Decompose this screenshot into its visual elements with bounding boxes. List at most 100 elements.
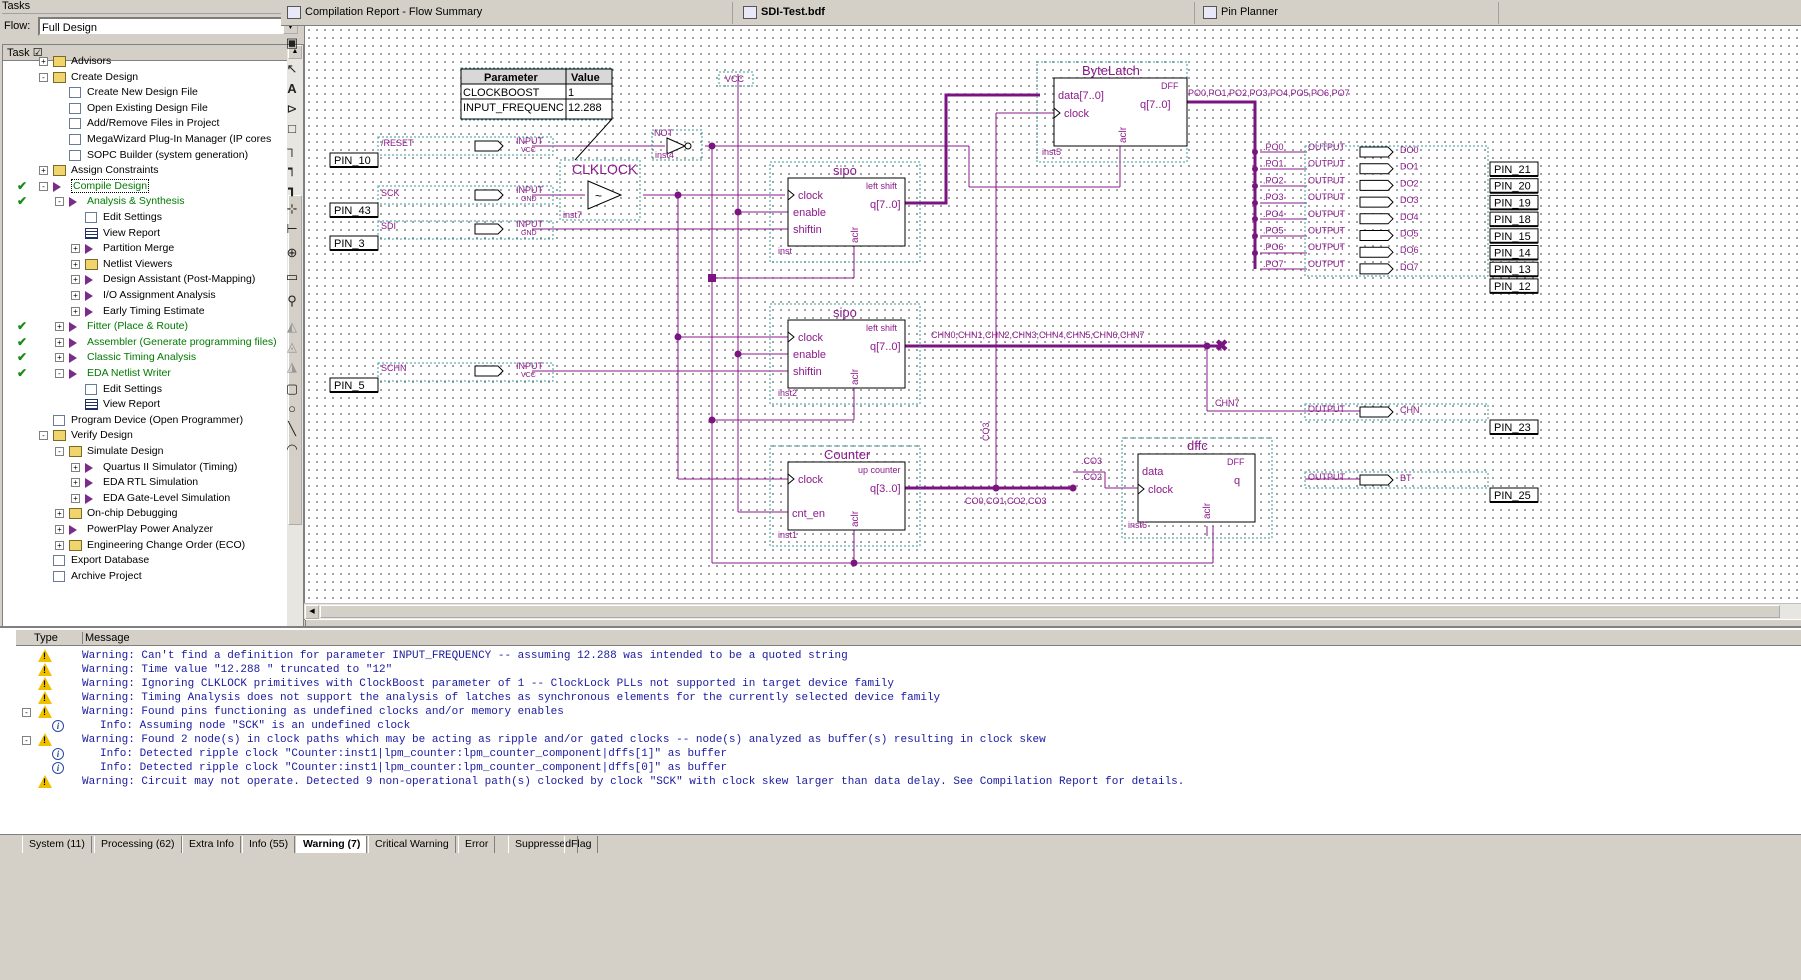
- task-item[interactable]: Add/Remove Files in Project: [3, 116, 289, 132]
- expand-icon[interactable]: +: [55, 337, 64, 347]
- expand-icon[interactable]: +: [71, 291, 80, 300]
- task-item[interactable]: ✔-EDA Netlist Writer: [3, 366, 289, 382]
- flip-horizontal-icon[interactable]: ◭: [287, 319, 297, 334]
- arc-tool-icon[interactable]: ◠: [286, 441, 298, 456]
- message-tab[interactable]: Flag: [564, 836, 599, 853]
- expand-icon[interactable]: +: [55, 509, 64, 519]
- rubberbanding-icon[interactable]: ⊹: [286, 201, 298, 216]
- task-item[interactable]: Program Device (Open Programmer): [3, 413, 289, 429]
- task-item[interactable]: ✔-Compile Design: [3, 178, 289, 195]
- collapse-icon[interactable]: -: [39, 431, 48, 441]
- collapse-icon[interactable]: -: [55, 447, 64, 456]
- rotate-icon[interactable]: ◮: [287, 359, 297, 374]
- task-item[interactable]: Archive Project: [3, 569, 289, 585]
- task-item[interactable]: View Report: [3, 397, 289, 413]
- orthogonal-node-icon[interactable]: ┐: [287, 141, 297, 156]
- task-item[interactable]: -Verify Design: [3, 428, 289, 444]
- expand-icon[interactable]: +: [71, 275, 80, 285]
- tab-compilation-report[interactable]: Compilation Report - Flow Summary: [283, 2, 733, 24]
- scroll-up-icon[interactable]: ▲: [288, 45, 302, 59]
- message-tab[interactable]: System (11): [22, 836, 92, 853]
- expand-icon[interactable]: +: [71, 244, 80, 254]
- message-row[interactable]: Warning: Timing Analysis does not suppor…: [16, 691, 1776, 706]
- column-type[interactable]: Type: [34, 632, 58, 644]
- task-item[interactable]: +Quartus II Simulator (Timing): [3, 460, 289, 476]
- task-item[interactable]: -Create Design: [3, 70, 289, 86]
- message-tab[interactable]: Processing (62): [94, 836, 182, 853]
- rectangle-tool-icon[interactable]: ▢: [285, 381, 299, 396]
- tab-bdf-file[interactable]: SDI-Test.bdf: [739, 2, 1195, 24]
- task-item[interactable]: +Design Assistant (Post-Mapping): [3, 272, 289, 288]
- expand-icon[interactable]: +: [55, 525, 64, 534]
- collapse-icon[interactable]: -: [22, 736, 31, 745]
- task-item[interactable]: +PowerPlay Power Analyzer: [3, 522, 289, 538]
- full-screen-icon[interactable]: ▭: [285, 269, 299, 284]
- schematic-canvas[interactable]: ✖ Parameter Value CLOCKBOOST 1 INPUT_FRE…: [304, 26, 1801, 620]
- text-tool-icon[interactable]: A: [287, 81, 297, 96]
- expand-icon[interactable]: +: [71, 462, 80, 472]
- task-item[interactable]: +EDA RTL Simulation: [3, 475, 289, 491]
- block-tool-icon[interactable]: □: [288, 121, 296, 136]
- scroll-left-icon[interactable]: ◀: [305, 605, 319, 619]
- checkbox-icon[interactable]: ☑: [32, 47, 43, 59]
- line-tool-icon[interactable]: ╲: [288, 421, 296, 436]
- expand-icon[interactable]: +: [71, 259, 80, 269]
- task-item[interactable]: +Assign Constraints: [3, 163, 289, 179]
- task-item[interactable]: Edit Settings: [3, 382, 289, 398]
- flip-vertical-icon[interactable]: ◬: [287, 339, 297, 354]
- task-item[interactable]: Create New Design File: [3, 85, 289, 101]
- conduit-tool-icon[interactable]: ┓: [288, 181, 296, 196]
- task-item[interactable]: +I/O Assignment Analysis: [3, 288, 289, 304]
- message-row[interactable]: -Warning: Found 2 node(s) in clock paths…: [16, 733, 1776, 748]
- message-tab[interactable]: Error: [458, 836, 496, 853]
- task-item[interactable]: +Engineering Change Order (ECO): [3, 538, 289, 554]
- tab-pin-planner[interactable]: Pin Planner: [1199, 2, 1499, 24]
- collapse-icon[interactable]: -: [39, 181, 48, 191]
- expand-icon[interactable]: +: [71, 493, 80, 503]
- ellipse-tool-icon[interactable]: ○: [288, 401, 296, 416]
- message-tab[interactable]: Extra Info: [182, 836, 241, 853]
- task-item[interactable]: ✔-Analysis & Synthesis: [3, 194, 289, 210]
- task-item[interactable]: +Advisors: [3, 54, 289, 70]
- canvas-horizontal-scrollbar[interactable]: ◀: [304, 603, 1801, 619]
- partial-line-icon[interactable]: ⊢: [286, 221, 298, 236]
- expand-icon[interactable]: +: [55, 540, 64, 550]
- symbol-tool-icon[interactable]: ⊳: [286, 101, 298, 116]
- message-tab[interactable]: Info (55): [242, 836, 296, 853]
- task-item[interactable]: +Netlist Viewers: [3, 257, 289, 273]
- expand-icon[interactable]: +: [55, 322, 64, 332]
- task-item[interactable]: ✔+Classic Timing Analysis: [3, 350, 289, 366]
- task-item[interactable]: +On-chip Debugging: [3, 506, 289, 522]
- task-item[interactable]: View Report: [3, 226, 289, 242]
- expand-icon[interactable]: +: [39, 166, 48, 176]
- collapse-icon[interactable]: -: [39, 72, 48, 82]
- task-item[interactable]: ✔+Fitter (Place & Route): [3, 319, 289, 335]
- scrollbar-thumb[interactable]: [320, 605, 1780, 618]
- message-row[interactable]: -Warning: Found pins functioning as unde…: [16, 705, 1776, 720]
- message-row[interactable]: Warning: Ignoring CLKLOCK primitives wit…: [16, 677, 1776, 692]
- column-message[interactable]: Message: [82, 632, 130, 644]
- expand-icon[interactable]: +: [71, 478, 80, 488]
- orthogonal-bus-icon[interactable]: ┑: [288, 161, 296, 176]
- expand-icon[interactable]: +: [39, 57, 48, 66]
- task-item[interactable]: Open Existing Design File: [3, 101, 289, 117]
- collapse-icon[interactable]: -: [55, 369, 64, 378]
- task-item[interactable]: +Early Timing Estimate: [3, 304, 289, 320]
- message-tab[interactable]: Suppressed: [508, 836, 579, 853]
- find-icon[interactable]: ⚲: [287, 293, 297, 308]
- scrollbar-thumb[interactable]: [288, 195, 302, 525]
- task-item[interactable]: Edit Settings: [3, 210, 289, 226]
- expand-icon[interactable]: +: [55, 353, 64, 363]
- message-tab[interactable]: Critical Warning: [368, 836, 456, 853]
- task-item[interactable]: ✔+Assembler (Generate programming files): [3, 335, 289, 351]
- zoom-icon[interactable]: ⊕: [286, 245, 298, 260]
- message-tab[interactable]: Warning (7): [296, 836, 368, 853]
- selection-tool-icon[interactable]: ↖: [286, 61, 298, 76]
- flow-select[interactable]: Full Design ▼: [38, 17, 300, 36]
- message-row[interactable]: Warning: Time value "12.288 " truncated …: [16, 663, 1776, 678]
- task-item[interactable]: Export Database: [3, 553, 289, 569]
- message-row[interactable]: Warning: Circuit may not operate. Detect…: [16, 775, 1776, 790]
